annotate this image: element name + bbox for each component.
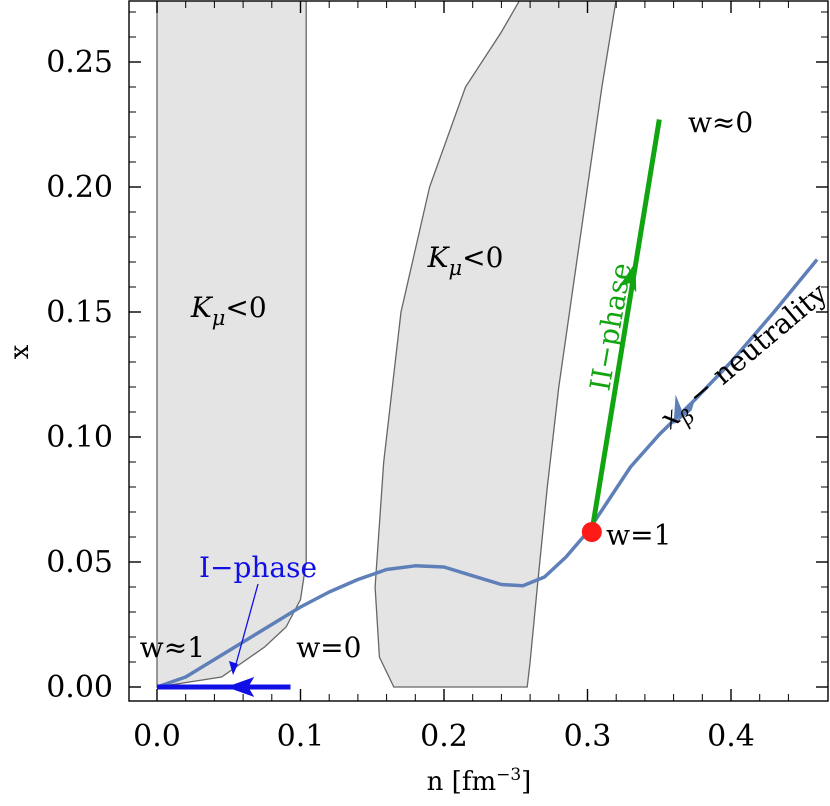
annotation-3: w≈1 [140,631,205,664]
y-tick-label: 0.15 [46,295,113,330]
x-tick-label: 0.1 [277,719,325,754]
plot-frame [128,0,829,702]
beta-neutrality-line [156,258,819,689]
y-axis-label: x [5,344,35,359]
i-phase-pointer-head [229,661,238,675]
x-tick-label: 0.0 [133,719,181,754]
ii-phase-label: II−phase [583,260,638,393]
annotation-1: w≈0 [688,106,753,139]
critical-point-marker [581,522,602,542]
x-tick-label: 0.3 [564,719,612,754]
annotation-2: w=1 [606,519,671,552]
y-tick-label: 0.25 [46,45,113,80]
ticks-layer: 0.0 0.1 0.2 0.3 0.4 0.00 0.05 0.10 0.15 0.20 0.25 [46,1,828,754]
beta-label-rest: − neutrality [674,277,830,418]
x-axis-label-close: ] [521,767,531,797]
beta-neutrality-arrow-b [673,394,682,425]
region-label-sub: μ [449,256,463,280]
beta-neutrality-arrow [673,397,696,425]
y-tick-label: 0.00 [46,670,113,705]
region-label-2: Kμ<0 [427,241,504,280]
i-phase-label: I−phase [199,551,317,584]
ii-phase-line [589,119,662,533]
x-axis-label: n [fm−3] [427,765,532,797]
series-layer [156,119,819,697]
x-axis-label-sup: −3 [496,765,521,785]
x-tick-label: 0.4 [707,719,755,754]
ii-phase-arrow [619,262,637,293]
i-phase-pointer [235,583,259,665]
region-label-k: K [427,241,451,274]
y-tick-label: 0.10 [46,420,113,455]
beta-neutrality-label: xβ − neutrality [653,277,830,440]
frame-layer [128,0,829,702]
region-label-sub: μ [212,306,226,330]
region-label-1: Kμ<0 [190,291,267,330]
region-label-rest: <0 [462,241,503,274]
y-tick-label: 0.20 [46,170,113,205]
region-label-k: K [190,291,214,324]
annotation-4: w=0 [296,631,361,664]
y-tick-label: 0.05 [46,545,113,580]
region-label-rest: <0 [225,291,266,324]
regions-layer [156,1,617,688]
x-axis-label-main: n [fm [427,767,496,797]
unstable-region-2 [374,1,617,688]
i-phase-arrow [226,677,255,697]
x-tick-label: 0.2 [420,719,468,754]
